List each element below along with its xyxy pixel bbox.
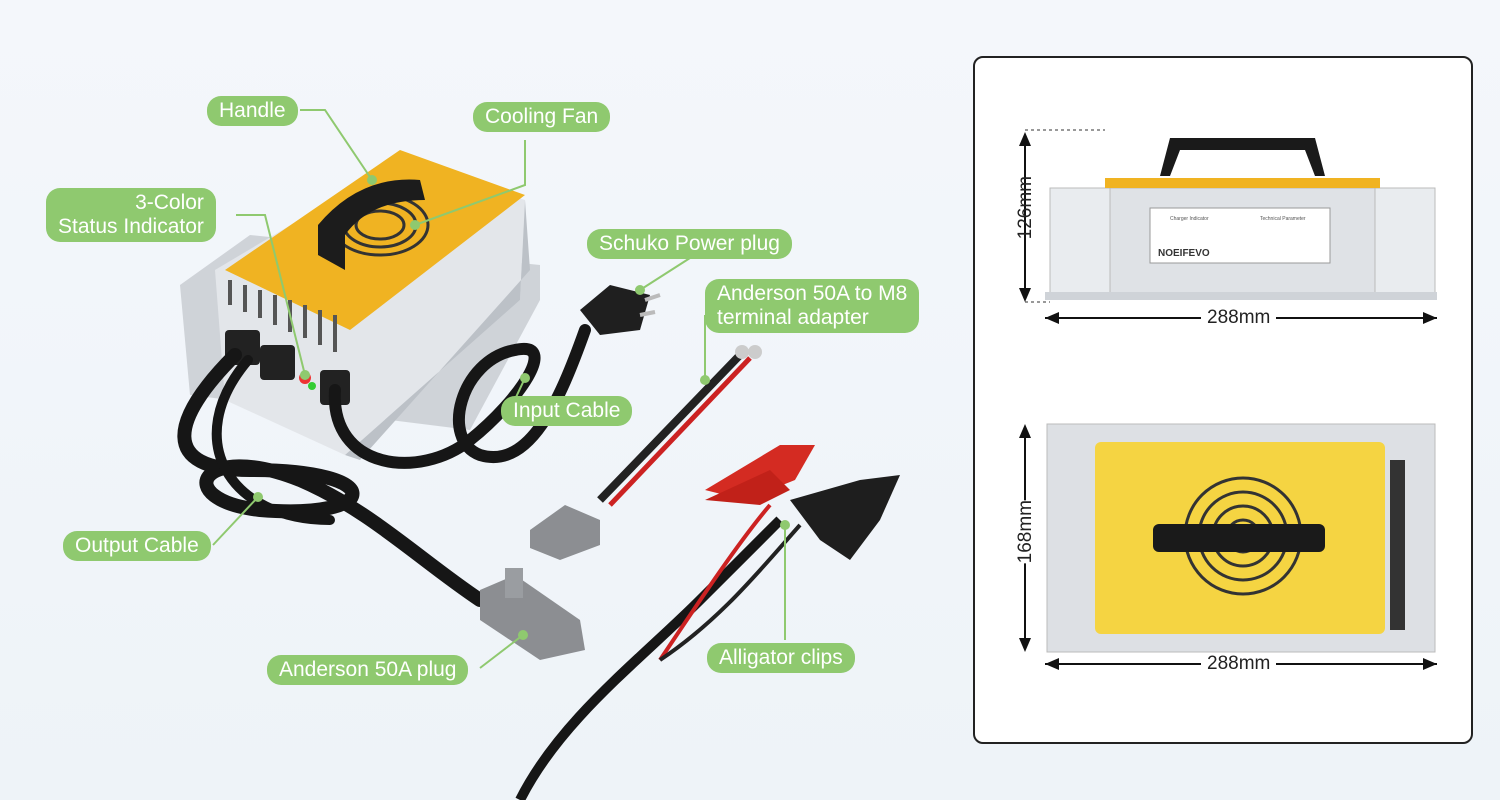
alligator-clips-icon [515,445,900,800]
handle-icon [318,179,425,270]
label-cooling-fan: Cooling Fan [473,102,611,132]
label-status-indicator-line2: Status Indicator [58,215,204,238]
side-view [1019,129,1437,324]
schuko-plug-icon [580,285,661,335]
top-view-handle-icon [1153,524,1325,552]
label-anderson-plug: Anderson 50A plug [267,655,469,685]
dim-top-width: 288mm [1201,653,1277,675]
output-cable [177,348,487,607]
label-anderson-adapter: Anderson 50A to M8 terminal adapter [705,279,920,333]
charger-body [180,150,540,460]
device-brand: NOEIFEVO [1158,248,1210,259]
adapter-cable [530,345,762,560]
label-handle: Handle [207,96,298,126]
charger-indicator-text: Charger Indicator [1170,216,1209,222]
dim-side-width: 288mm [1201,307,1277,329]
label-anderson-adapter-line1: Anderson 50A to M8 [717,282,908,305]
label-alligator-clips: Alligator clips [707,643,855,673]
dim-side-height: 126mm [1015,176,1036,240]
label-output-cable: Output Cable [63,531,211,561]
dimension-drawings [1019,129,1437,670]
anderson-plug-icon [480,568,585,660]
label-input-cable: Input Cable [501,396,633,426]
technical-parameter-text: Technical Parameter [1260,216,1306,222]
label-status-indicator: 3-Color Status Indicator [46,188,216,242]
product-illustration [177,109,900,800]
input-cable [328,324,591,469]
dim-top-height: 168mm [1015,500,1037,564]
label-status-indicator-line1: 3-Color [135,191,204,214]
label-schuko-plug: Schuko Power plug [587,229,792,259]
dimension-panel: NOEIFEVO Charger Indicator Technical Par… [973,56,1473,744]
label-anderson-adapter-line2: terminal adapter [717,306,869,329]
top-view [1019,423,1437,670]
